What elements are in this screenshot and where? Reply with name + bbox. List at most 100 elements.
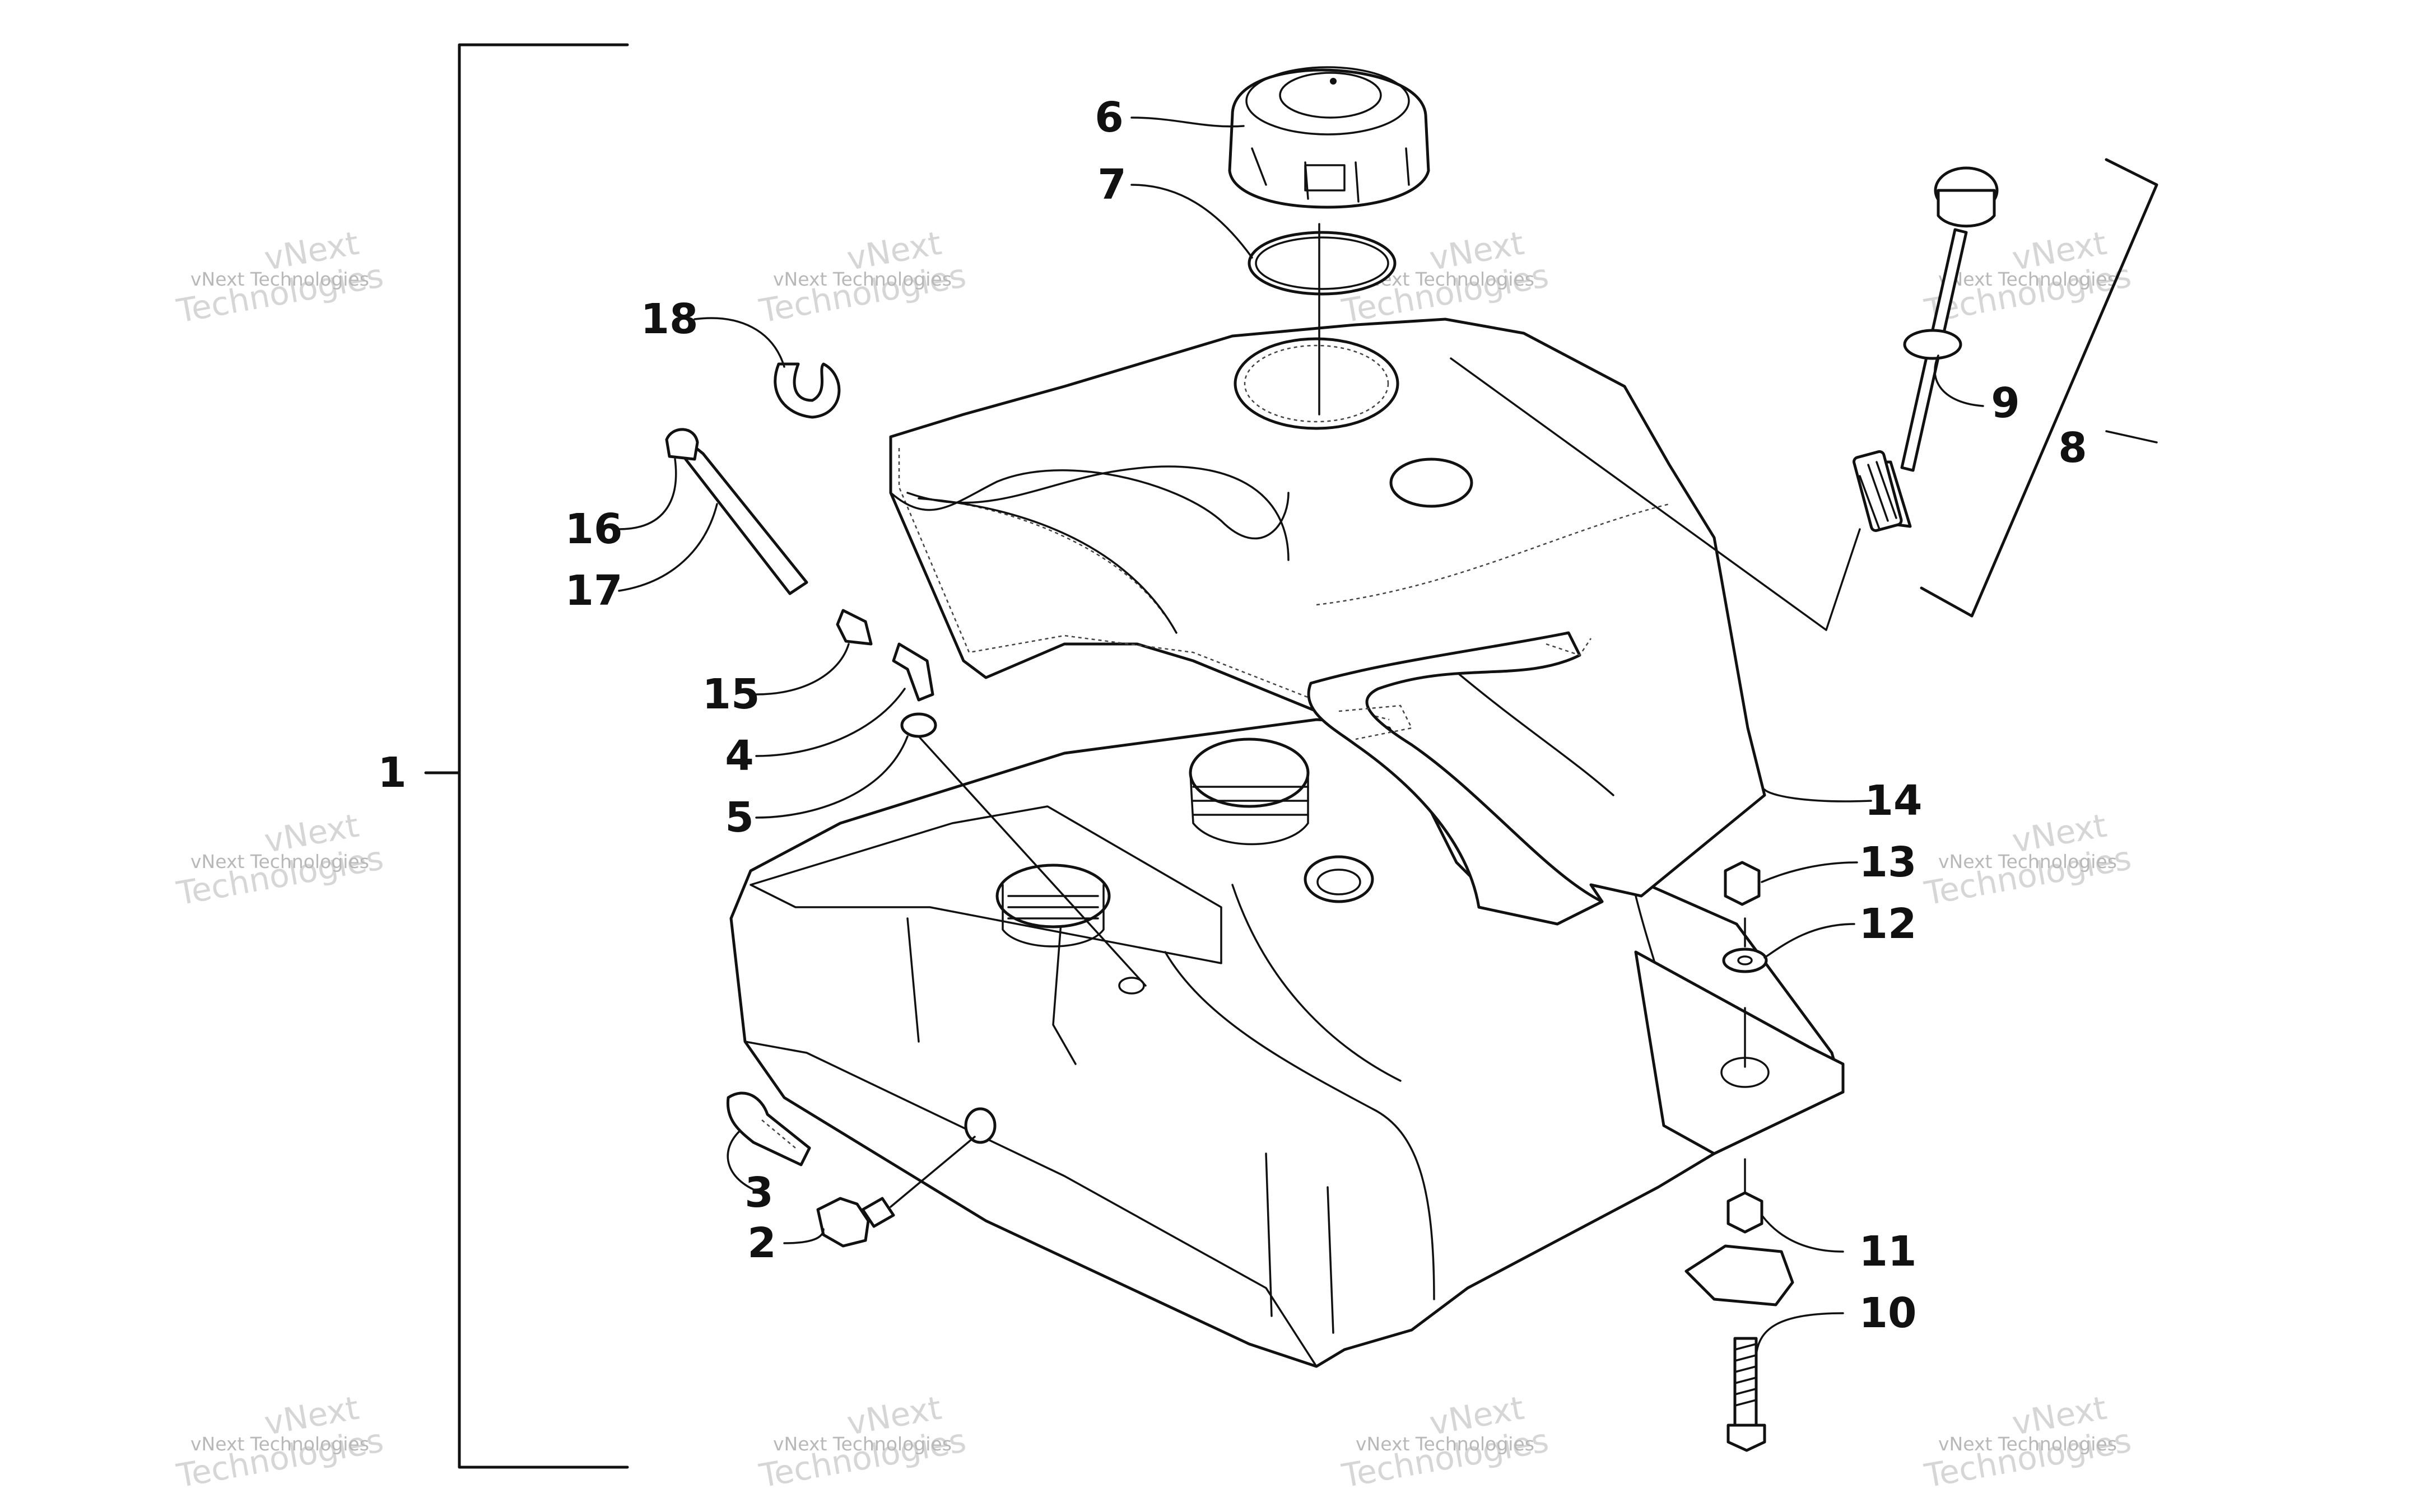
- sender-port-inner: [1316, 869, 1361, 895]
- leader-lines: [618, 116, 2158, 1356]
- tank-ridge: [1164, 951, 1435, 1300]
- mount-plate: [1684, 1244, 1794, 1306]
- cap-vent-dot: [1330, 78, 1337, 85]
- lock-nut-bottom: [1726, 1191, 1763, 1234]
- drain-plug-thread: [861, 1197, 895, 1228]
- callout-2: 2: [747, 1219, 776, 1267]
- fuel-cap: [1228, 66, 1430, 209]
- callout-5: 5: [725, 794, 754, 842]
- strap-stitch: [761, 1119, 796, 1149]
- callout-11: 11: [1859, 1228, 1917, 1276]
- tank-ridge: [744, 1040, 1318, 1368]
- leader-14: [1763, 788, 1872, 802]
- cover-stitch: [1244, 344, 1389, 423]
- watermark-text: vNext Technologies: [1938, 1433, 2117, 1455]
- gauge-head-base: [1937, 189, 1996, 228]
- watermark-text: vNext Technologies: [1356, 1433, 1534, 1455]
- cover-fold: [906, 465, 1290, 561]
- callout-10: 10: [1859, 1289, 1917, 1337]
- callout-9: 9: [1991, 379, 2020, 427]
- watermark: vNext Technologies vNext Technologies: [1339, 1389, 1552, 1495]
- callout-12: 12: [1859, 900, 1917, 948]
- watermark: vNext Technologies vNext Technologies: [174, 1389, 387, 1495]
- hose-clip: [774, 362, 841, 419]
- vent-leader: [918, 735, 1147, 987]
- drain-leader: [890, 1136, 976, 1208]
- vent-hole: [1118, 977, 1145, 995]
- bolt-thread: [1734, 1343, 1757, 1407]
- washer-hole: [1737, 955, 1753, 965]
- callout-6: 6: [1095, 94, 1124, 142]
- leader-7: [1130, 184, 1253, 259]
- washer: [1722, 948, 1768, 973]
- cover-sender-opening: [1389, 458, 1473, 508]
- leader-16: [618, 458, 677, 530]
- leader-12: [1763, 923, 1855, 959]
- filler-neck-threads: [1007, 895, 1099, 920]
- watermark-text: vNext Technologies: [190, 1433, 369, 1455]
- cap-gasket: [1248, 231, 1397, 296]
- leader-17: [618, 503, 718, 592]
- mounting-tab: [1634, 950, 1845, 1155]
- callout-8: 8: [2058, 424, 2087, 472]
- cover-stitch: [1338, 704, 1413, 740]
- leader-9: [1934, 354, 1984, 407]
- tank-ridge: [1265, 1152, 1273, 1317]
- gauge-o-ring: [1903, 329, 1962, 360]
- hose-fitting: [665, 428, 699, 461]
- cover-fold: [1455, 671, 1614, 796]
- filler-neck-threads: [1192, 786, 1309, 816]
- callout-3: 3: [744, 1169, 774, 1217]
- tank-pad: [750, 805, 1222, 964]
- leader-3: [727, 1130, 763, 1194]
- callout-17: 17: [565, 567, 623, 615]
- callout-18: 18: [641, 295, 699, 343]
- cover-stitch: [1546, 638, 1592, 656]
- cap-grip: [1251, 147, 1410, 203]
- callout-4: 4: [725, 732, 754, 780]
- tank-ridge: [1327, 1186, 1334, 1334]
- vent-grommet: [900, 712, 937, 738]
- cap-dome: [1279, 72, 1382, 119]
- leader-4: [755, 688, 906, 757]
- filler-neck-threads: [1189, 772, 1309, 846]
- lock-nut-top: [1724, 861, 1761, 906]
- watermark: vNext Technologies vNext Technologies: [174, 224, 387, 330]
- cap-gasket-inner: [1255, 236, 1389, 290]
- leader-18: [694, 317, 785, 368]
- watermark-text: vNext Technologies: [773, 268, 952, 290]
- drain-plug: [816, 1197, 870, 1248]
- watermark: vNext Technologies vNext Technologies: [756, 224, 969, 330]
- callout-labels: 1 2 3 4 5 6 7 8 9 10 11 12 13 14 15 16 1…: [378, 94, 2087, 1337]
- cover-fold: [890, 469, 1290, 540]
- callout-1: 1: [378, 749, 407, 797]
- watermark: vNext Technologies vNext Technologies: [756, 1389, 969, 1495]
- tank-cover: [889, 318, 1766, 926]
- callout-16: 16: [565, 505, 623, 553]
- watermark-text: vNext Technologies: [190, 851, 369, 872]
- leader-2: [783, 1228, 825, 1244]
- callout-7: 7: [1097, 161, 1127, 209]
- cap-top: [1245, 66, 1410, 136]
- bolt-head: [1726, 1424, 1766, 1452]
- hose-clamp: [836, 609, 873, 646]
- leader-11: [1761, 1214, 1844, 1253]
- cover-stitch: [1316, 503, 1670, 606]
- watermark: vNext Technologies vNext Technologies: [1921, 1389, 2134, 1495]
- assembly-bracket: [458, 43, 629, 1469]
- callout-13: 13: [1859, 838, 1917, 886]
- pad-strap: [726, 1091, 811, 1166]
- leader-10: [1755, 1312, 1844, 1356]
- callout-14: 14: [1865, 777, 1923, 825]
- watermark-text: vNext Technologies: [1938, 268, 2117, 290]
- leader-6: [1130, 116, 1245, 128]
- watermark-text: vNext Technologies: [773, 1433, 952, 1455]
- leader-13: [1761, 861, 1858, 883]
- cap-grip: [1304, 164, 1346, 192]
- leader-8: [2105, 430, 2158, 444]
- leader-5: [755, 735, 909, 819]
- cover-strap: [1307, 631, 1604, 926]
- tank-ridge: [906, 917, 920, 1043]
- vent-hose: [682, 441, 808, 595]
